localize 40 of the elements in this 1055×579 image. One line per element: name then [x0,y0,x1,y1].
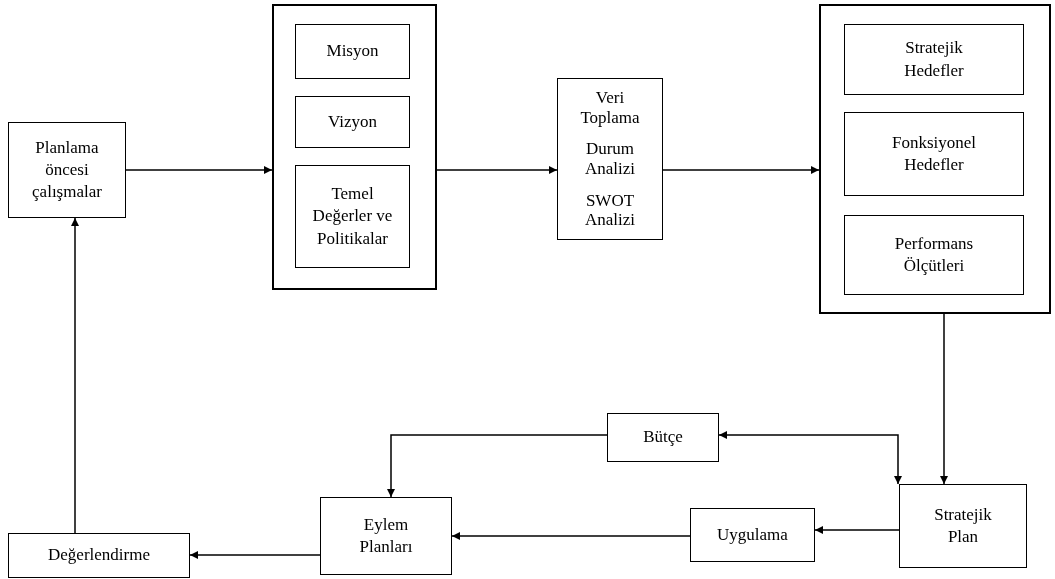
box-label: Planlama öncesi çalışmalar [31,136,103,204]
box-label: Performans Ölçütleri [893,232,975,277]
process-box [844,112,1024,196]
box-label: Stratejik Hedefler [903,37,965,82]
arrow [662,166,820,174]
box-label: Fonksiyonel Hedefler [890,131,978,176]
process-box [295,165,410,268]
box-label: Misyon [326,40,379,63]
box-label: Uygulama [717,523,788,546]
process-box [295,24,410,79]
process-box [557,78,663,240]
box-label: Stratejik Plan [933,503,993,548]
box-label: Durum Analizi [583,139,636,179]
arrow [940,313,948,485]
box-label: Eylem Planları [358,513,414,558]
process-box [8,122,126,218]
arrow [71,217,79,534]
box-label: Temel Değerler ve Politikalar [311,183,394,250]
box-label: SWOT Analizi [583,190,636,230]
container-box [272,4,437,290]
process-box [844,215,1024,295]
arrow [125,166,273,174]
process-box [8,533,190,578]
process-box [295,96,410,148]
container-box [819,4,1051,314]
arrow [189,551,321,559]
arrow [436,166,558,174]
process-box [607,413,719,462]
box-label: Değerlendirme [48,544,150,567]
arrow [814,526,900,534]
box-label: Veri Toplama [579,88,641,128]
arrow [387,434,608,498]
process-box [690,508,815,562]
arrow [718,431,902,485]
process-box [320,497,452,575]
process-box [899,484,1027,568]
box-label: Vizyon [328,110,377,133]
box-label: Bütçe [643,426,683,449]
process-box [844,24,1024,95]
arrow [451,532,691,540]
